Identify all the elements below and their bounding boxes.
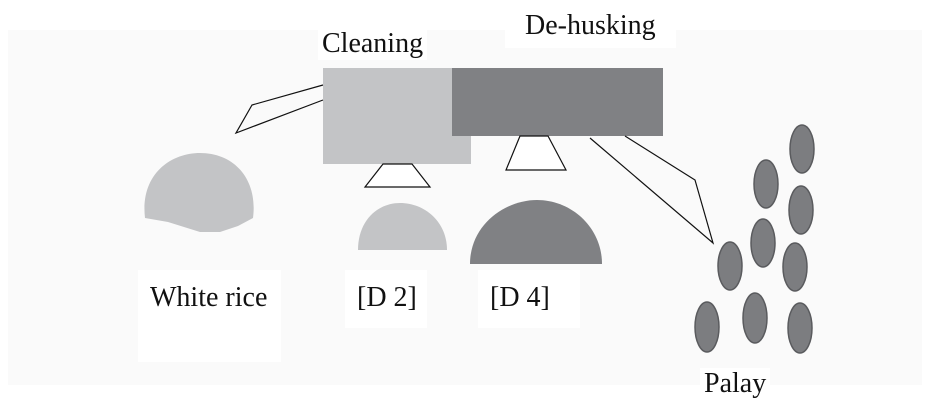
cleaning-label: Cleaning: [318, 28, 428, 60]
palay-label: Palay: [700, 368, 771, 400]
white-rice-chute: [234, 84, 324, 135]
d4-label: [D 4]: [478, 270, 580, 328]
palay-grain: [787, 302, 813, 354]
d2-funnel: [363, 163, 432, 188]
palay-grain: [788, 185, 814, 235]
palay-grain: [717, 241, 743, 291]
palay-grain: [694, 301, 720, 353]
palay-grain: [782, 242, 808, 292]
palay-chute: [589, 135, 715, 245]
d4-funnel: [505, 135, 567, 171]
dehusking-box: [452, 68, 663, 136]
d4-pile: [470, 200, 602, 264]
white-rice-pile: [144, 153, 254, 232]
palay-grain: [750, 218, 776, 268]
cleaning-box: [323, 68, 471, 164]
palay-grain: [753, 159, 779, 209]
palay-grain: [789, 124, 815, 174]
palay-grain: [742, 292, 768, 344]
palay-grains: [694, 124, 815, 354]
d2-pile: [358, 203, 447, 250]
white-rice-label: White rice: [138, 270, 282, 362]
dehusking-label: De-husking: [505, 8, 676, 48]
d2-label: [D 2]: [345, 270, 427, 328]
